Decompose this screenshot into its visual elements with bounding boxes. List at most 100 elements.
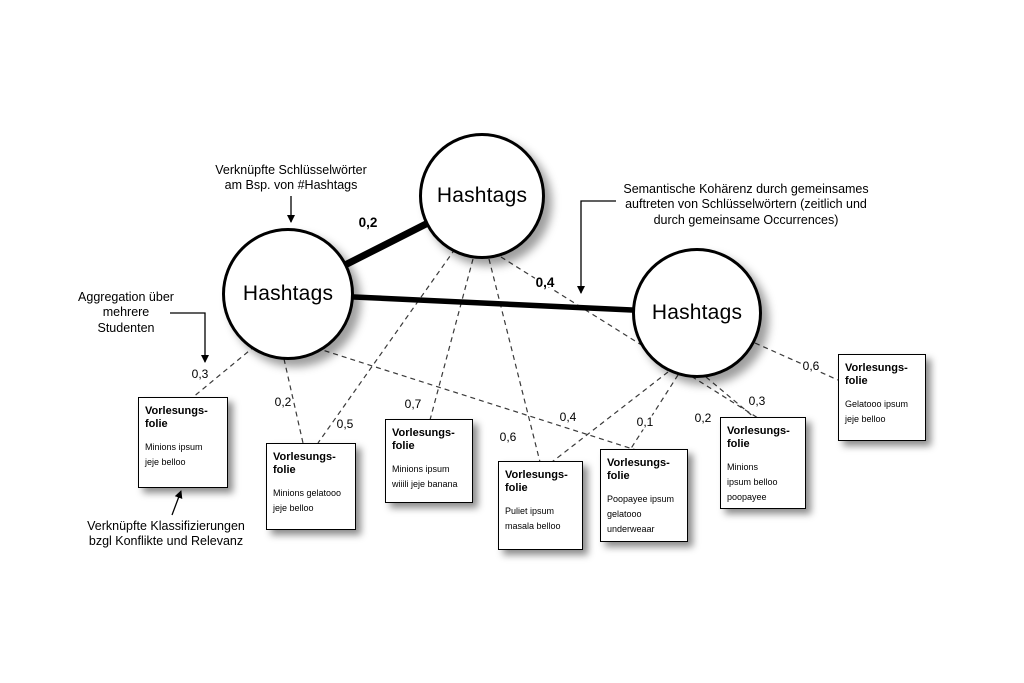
dashed-edge-2 <box>317 248 456 444</box>
slide-title: Vorlesungs-folie <box>505 469 576 495</box>
slide-body-line: Gelatooo ipsum <box>845 399 909 410</box>
annotation-line: mehrere <box>102 305 150 320</box>
slide-title-line: Vorlesungs- <box>392 427 455 439</box>
slide-body-line: Poopayee ipsum <box>607 494 675 505</box>
slide-body-line: poopayee <box>727 492 767 503</box>
edge-weight-label: 0,6 <box>803 359 820 373</box>
annotation-line: Verknüpfte Schlüsselwörter <box>215 163 367 177</box>
slide-body-line: jeje belloo <box>845 414 886 425</box>
slide-body: Minions ipsum jeje belloo <box>145 440 221 470</box>
annotation-arrow-semantic-coherence <box>577 200 616 294</box>
graph-node-hashtags-top: Hashtags <box>419 133 545 259</box>
slide-body-line: underweaar <box>607 524 655 535</box>
annotation-line: bzgl Konflikte und Relevanz <box>88 534 244 549</box>
slide-title: Vorlesungs-folie <box>727 425 799 451</box>
annotation-line: durch gemeinsame Occurrences) <box>653 212 839 227</box>
annotation-line: Semantische Kohärenz durch gemeinsames <box>623 182 869 196</box>
edge-weight-label: 0,1 <box>637 415 654 429</box>
slide-body: Minions ipsum belloo poopayee <box>727 460 799 505</box>
dashed-edge-8 <box>500 256 759 419</box>
slide-body: Puliet ipsum masala belloo <box>505 504 576 534</box>
slide-body: Gelatooo ipsum jeje belloo <box>845 397 919 427</box>
graph-node-hashtags-right: Hashtags <box>632 248 762 378</box>
edge-weight-label: 0,3 <box>749 394 766 408</box>
slide-body: Minions gelatooo jeje belloo <box>273 486 349 516</box>
edge-weight-label: 0,7 <box>405 397 422 411</box>
node-label: Hashtags <box>651 301 743 324</box>
slide-title: Vorlesungs-folie <box>845 362 919 388</box>
slide-body-line: Minions gelatooo <box>273 488 342 499</box>
slide-title-line: folie <box>273 464 296 477</box>
node-label: Hashtags <box>436 184 528 207</box>
dashed-edge-3 <box>429 258 474 421</box>
dashed-edge-10 <box>551 371 669 463</box>
annotation-line: am Bsp. von #Hashtags <box>224 178 358 193</box>
slide-title: Vorlesungs-folie <box>273 451 349 477</box>
slide-body-line: wiiili jeje banana <box>392 479 458 490</box>
slide-body: Minions ipsum wiiili jeje banana <box>392 462 466 492</box>
dashed-edge-6 <box>629 374 679 451</box>
annotation-arrow-linked-classifications <box>171 490 183 516</box>
dashed-edge-4 <box>488 258 541 463</box>
slide-body-line: ipsum belloo <box>727 477 778 488</box>
slide-body-line: jeje belloo <box>145 457 186 468</box>
slide-title-line: folie <box>145 418 168 431</box>
edge-weight-label: 0,6 <box>500 430 517 444</box>
graph-node-hashtags-left: Hashtags <box>222 228 354 360</box>
slide-body: Poopayee ipsum gelatooo underweaar <box>607 492 681 537</box>
edge-weight-label: 0,5 <box>337 417 354 431</box>
slide-title-line: Vorlesungs- <box>727 425 790 437</box>
strong-edge-weight-label: 0,4 <box>536 275 555 290</box>
edge-weight-label: 0,3 <box>192 367 209 381</box>
slide-body-line: Puliet ipsum <box>505 506 555 517</box>
slide-body-line: gelatooo <box>607 509 642 520</box>
slide-title-line: Vorlesungs- <box>845 362 908 374</box>
slide-title-line: Vorlesungs- <box>145 405 208 417</box>
node-label: Hashtags <box>242 282 334 305</box>
slide-body-line: Minions <box>727 462 759 473</box>
dashed-edge-0 <box>191 345 256 399</box>
slide-title-line: folie <box>392 440 415 453</box>
slide-title: Vorlesungs-folie <box>392 427 466 453</box>
annotation-line: Verknüpfte Klassifizierungen <box>87 519 245 533</box>
slide-title: Vorlesungs-folie <box>145 405 221 431</box>
dashed-edge-7 <box>705 376 756 419</box>
dashed-edge-5 <box>315 347 637 451</box>
slide-title-line: Vorlesungs- <box>505 469 568 481</box>
annotation-arrow-aggregation <box>170 312 209 363</box>
slide-title-line: Vorlesungs- <box>607 457 670 469</box>
slide-title-line: Vorlesungs- <box>273 451 336 463</box>
slide-body-line: jeje belloo <box>273 503 314 514</box>
annotation-line: Studenten <box>97 320 155 335</box>
slide-title-line: folie <box>727 438 750 451</box>
slide-body-line: Minions ipsum <box>392 464 450 475</box>
edge-weight-label: 0,2 <box>275 395 292 409</box>
slide-body-line: Minions ipsum <box>145 442 203 453</box>
annotation-line: Aggregation über <box>78 290 174 304</box>
edge-weight-label: 0,4 <box>560 410 577 424</box>
edge-weight-label: 0,2 <box>695 411 712 425</box>
strong-edge-weight-label: 0,2 <box>359 215 378 230</box>
dashed-edge-9 <box>754 342 839 381</box>
slide-title-line: folie <box>607 470 630 483</box>
slide-title-line: folie <box>845 375 868 388</box>
strong-edge-0 <box>343 220 430 268</box>
slide-title: Vorlesungs-folie <box>607 457 681 483</box>
slide-body-line: masala belloo <box>505 521 561 532</box>
annotation-line: auftreten von Schlüsselwörtern (zeitlich… <box>625 197 867 212</box>
slide-title-line: folie <box>505 482 528 495</box>
